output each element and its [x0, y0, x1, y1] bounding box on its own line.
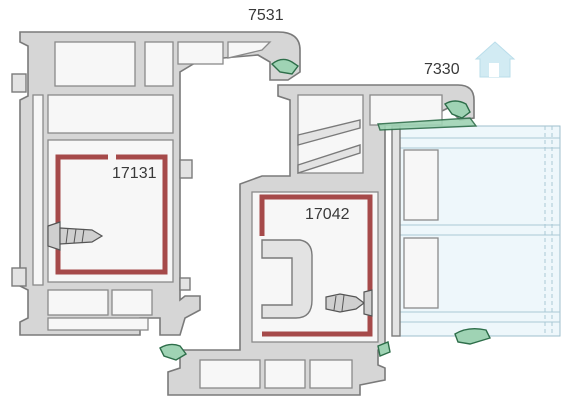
frame-code-label: 7531 [248, 7, 284, 24]
sash-code-label: 7330 [424, 61, 460, 78]
frame-reinforcement [55, 154, 168, 275]
sash-reinforcement [259, 194, 373, 337]
frame-reinforcement-label: 17131 [112, 165, 157, 182]
frame-profile [11, 31, 301, 336]
gaskets [159, 58, 491, 361]
frame-screw [47, 221, 104, 251]
sash-reinforcement-label: 17042 [305, 206, 350, 223]
glazing-unit [391, 125, 561, 337]
house-icon [474, 41, 516, 78]
sash-profile [167, 84, 475, 396]
sash-screw [325, 289, 373, 317]
